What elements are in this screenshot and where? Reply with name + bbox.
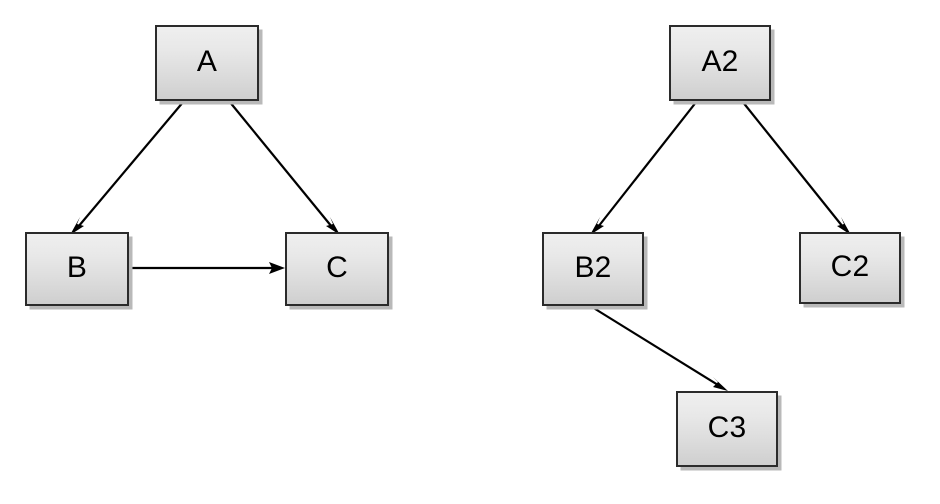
edge-a-to-b	[70, 100, 185, 235]
edge-a2-to-c2	[741, 100, 851, 235]
node-b2[interactable]: B2	[542, 232, 644, 306]
node-c3-label: C3	[707, 411, 747, 444]
edge-b2-to-c3	[591, 306, 728, 391]
edge-a-to-c	[228, 100, 340, 235]
node-b-label: B	[66, 251, 88, 284]
node-a2-label: A2	[701, 45, 739, 78]
node-c[interactable]: C	[285, 232, 389, 306]
edge-a2-to-b2	[590, 100, 698, 235]
node-a[interactable]: A	[155, 25, 259, 101]
node-c-label: C	[326, 251, 348, 284]
node-c2[interactable]: C2	[799, 232, 901, 304]
node-a2[interactable]: A2	[669, 25, 771, 101]
node-b[interactable]: B	[25, 232, 129, 306]
node-a-label: A	[196, 45, 218, 78]
node-c3[interactable]: C3	[676, 391, 778, 467]
node-b2-label: B2	[574, 251, 612, 284]
node-c2-label: C2	[830, 250, 870, 283]
edge-b-to-c	[130, 262, 285, 274]
